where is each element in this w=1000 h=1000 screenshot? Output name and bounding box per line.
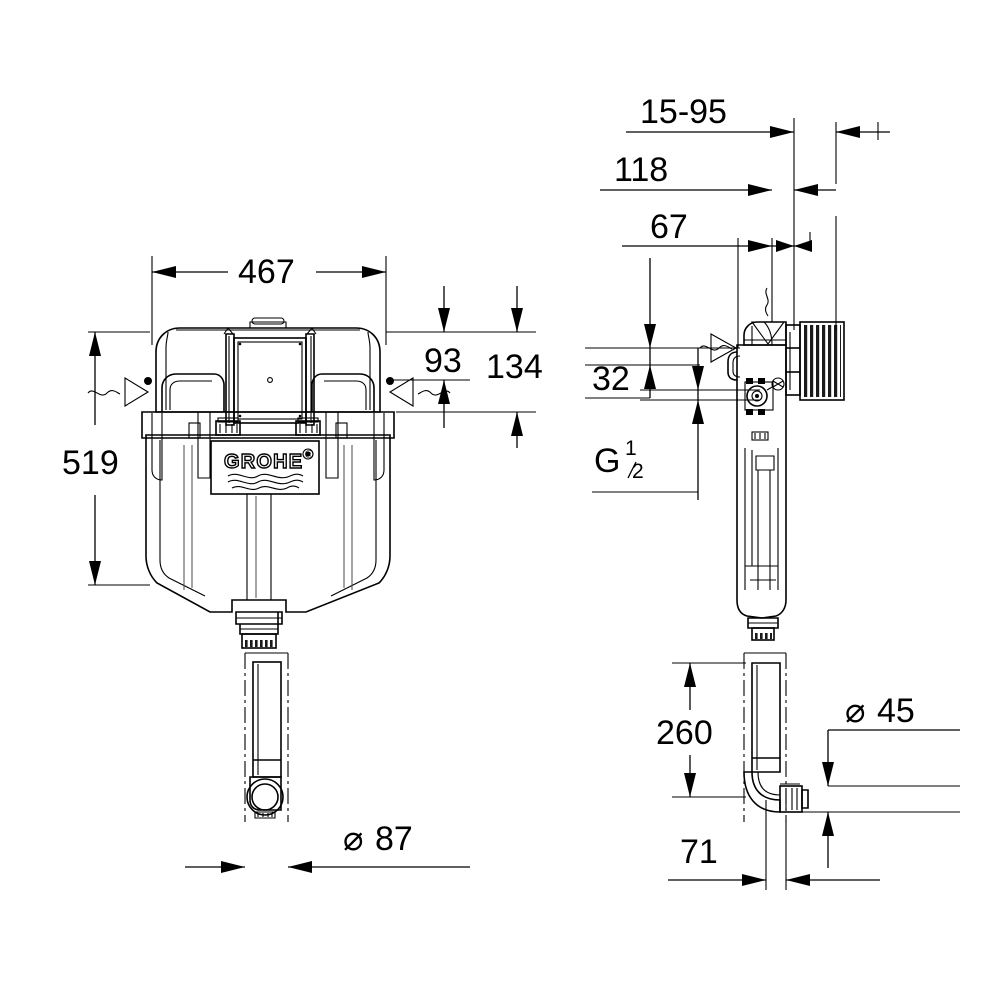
dim-134: 134 [486, 286, 543, 448]
wall-connector [785, 321, 845, 401]
grohe-badge: GROHE ® [210, 440, 320, 495]
dim-71: 71 [668, 800, 880, 890]
dim-260: 260 [656, 662, 746, 798]
bottom-right-view: 260 ⌀ 45 71 [656, 652, 960, 890]
dim-g-label: G [594, 442, 620, 480]
valve-mechanism [744, 377, 785, 441]
dim-93: 93 [424, 286, 462, 428]
dim-519-label: 519 [62, 444, 119, 482]
front-view: GROHE ® [141, 317, 395, 649]
clip-right [295, 417, 321, 436]
flush-pipe-front [246, 494, 272, 600]
dim-g-half: G 1 2 [592, 437, 698, 493]
side-view-dimensions: 15-95 118 67 32 [585, 93, 890, 500]
dim-134-label: 134 [486, 348, 543, 386]
dim-dia-87: ⌀ 87 [185, 820, 470, 873]
overflow-marker-icon [750, 287, 786, 345]
dim-519: 519 [62, 331, 150, 586]
hood-inner-contours [161, 373, 375, 412]
dim-dia-45-label: 45 [877, 692, 915, 730]
dim-15-95-label: 15-95 [640, 93, 727, 131]
brand-wordmark: GROHE [224, 451, 303, 473]
tank-wall-creases [151, 412, 385, 597]
access-panel [223, 327, 317, 426]
dim-32: 32 [585, 348, 700, 399]
dim-260-label: 260 [656, 714, 713, 752]
side-outlet-connector [747, 617, 779, 641]
bottom-left-view: ⌀ 87 [185, 652, 470, 873]
front-view-dimensions: 467 519 93 134 [62, 253, 543, 586]
dim-67: 67 [622, 208, 812, 252]
water-inlet-right-icon [386, 377, 451, 407]
dim-15-95: 15-95 [626, 93, 890, 138]
dim-467: 467 [151, 253, 387, 345]
bottom-outlet-connector [235, 611, 283, 649]
dim-g-denominator: 2 [632, 460, 644, 483]
side-view [699, 287, 845, 641]
water-inlet-left-icon [87, 377, 152, 407]
dim-467-label: 467 [238, 253, 295, 291]
mounting-clips [188, 417, 348, 439]
outlet-spigot [779, 783, 809, 813]
dim-71-label: 71 [680, 833, 718, 871]
dim-93-label: 93 [424, 342, 462, 380]
wave-logo [227, 473, 304, 490]
dim-g-numerator: 1 [625, 437, 637, 460]
dim-67-label: 67 [650, 208, 688, 246]
dim-dia-45-symbol: ⌀ [845, 692, 865, 730]
dim-118-label: 118 [614, 151, 668, 189]
cistern-body-outline [141, 317, 395, 613]
dim-dia-45: ⌀ 45 [800, 692, 960, 868]
dim-dia-87-symbol: ⌀ [343, 820, 363, 858]
dim-dia-87-label: 87 [375, 820, 413, 858]
dim-118: 118 [600, 151, 836, 196]
float-tube [744, 448, 779, 590]
dim-32-label: 32 [592, 360, 630, 398]
clip-left [215, 417, 241, 436]
